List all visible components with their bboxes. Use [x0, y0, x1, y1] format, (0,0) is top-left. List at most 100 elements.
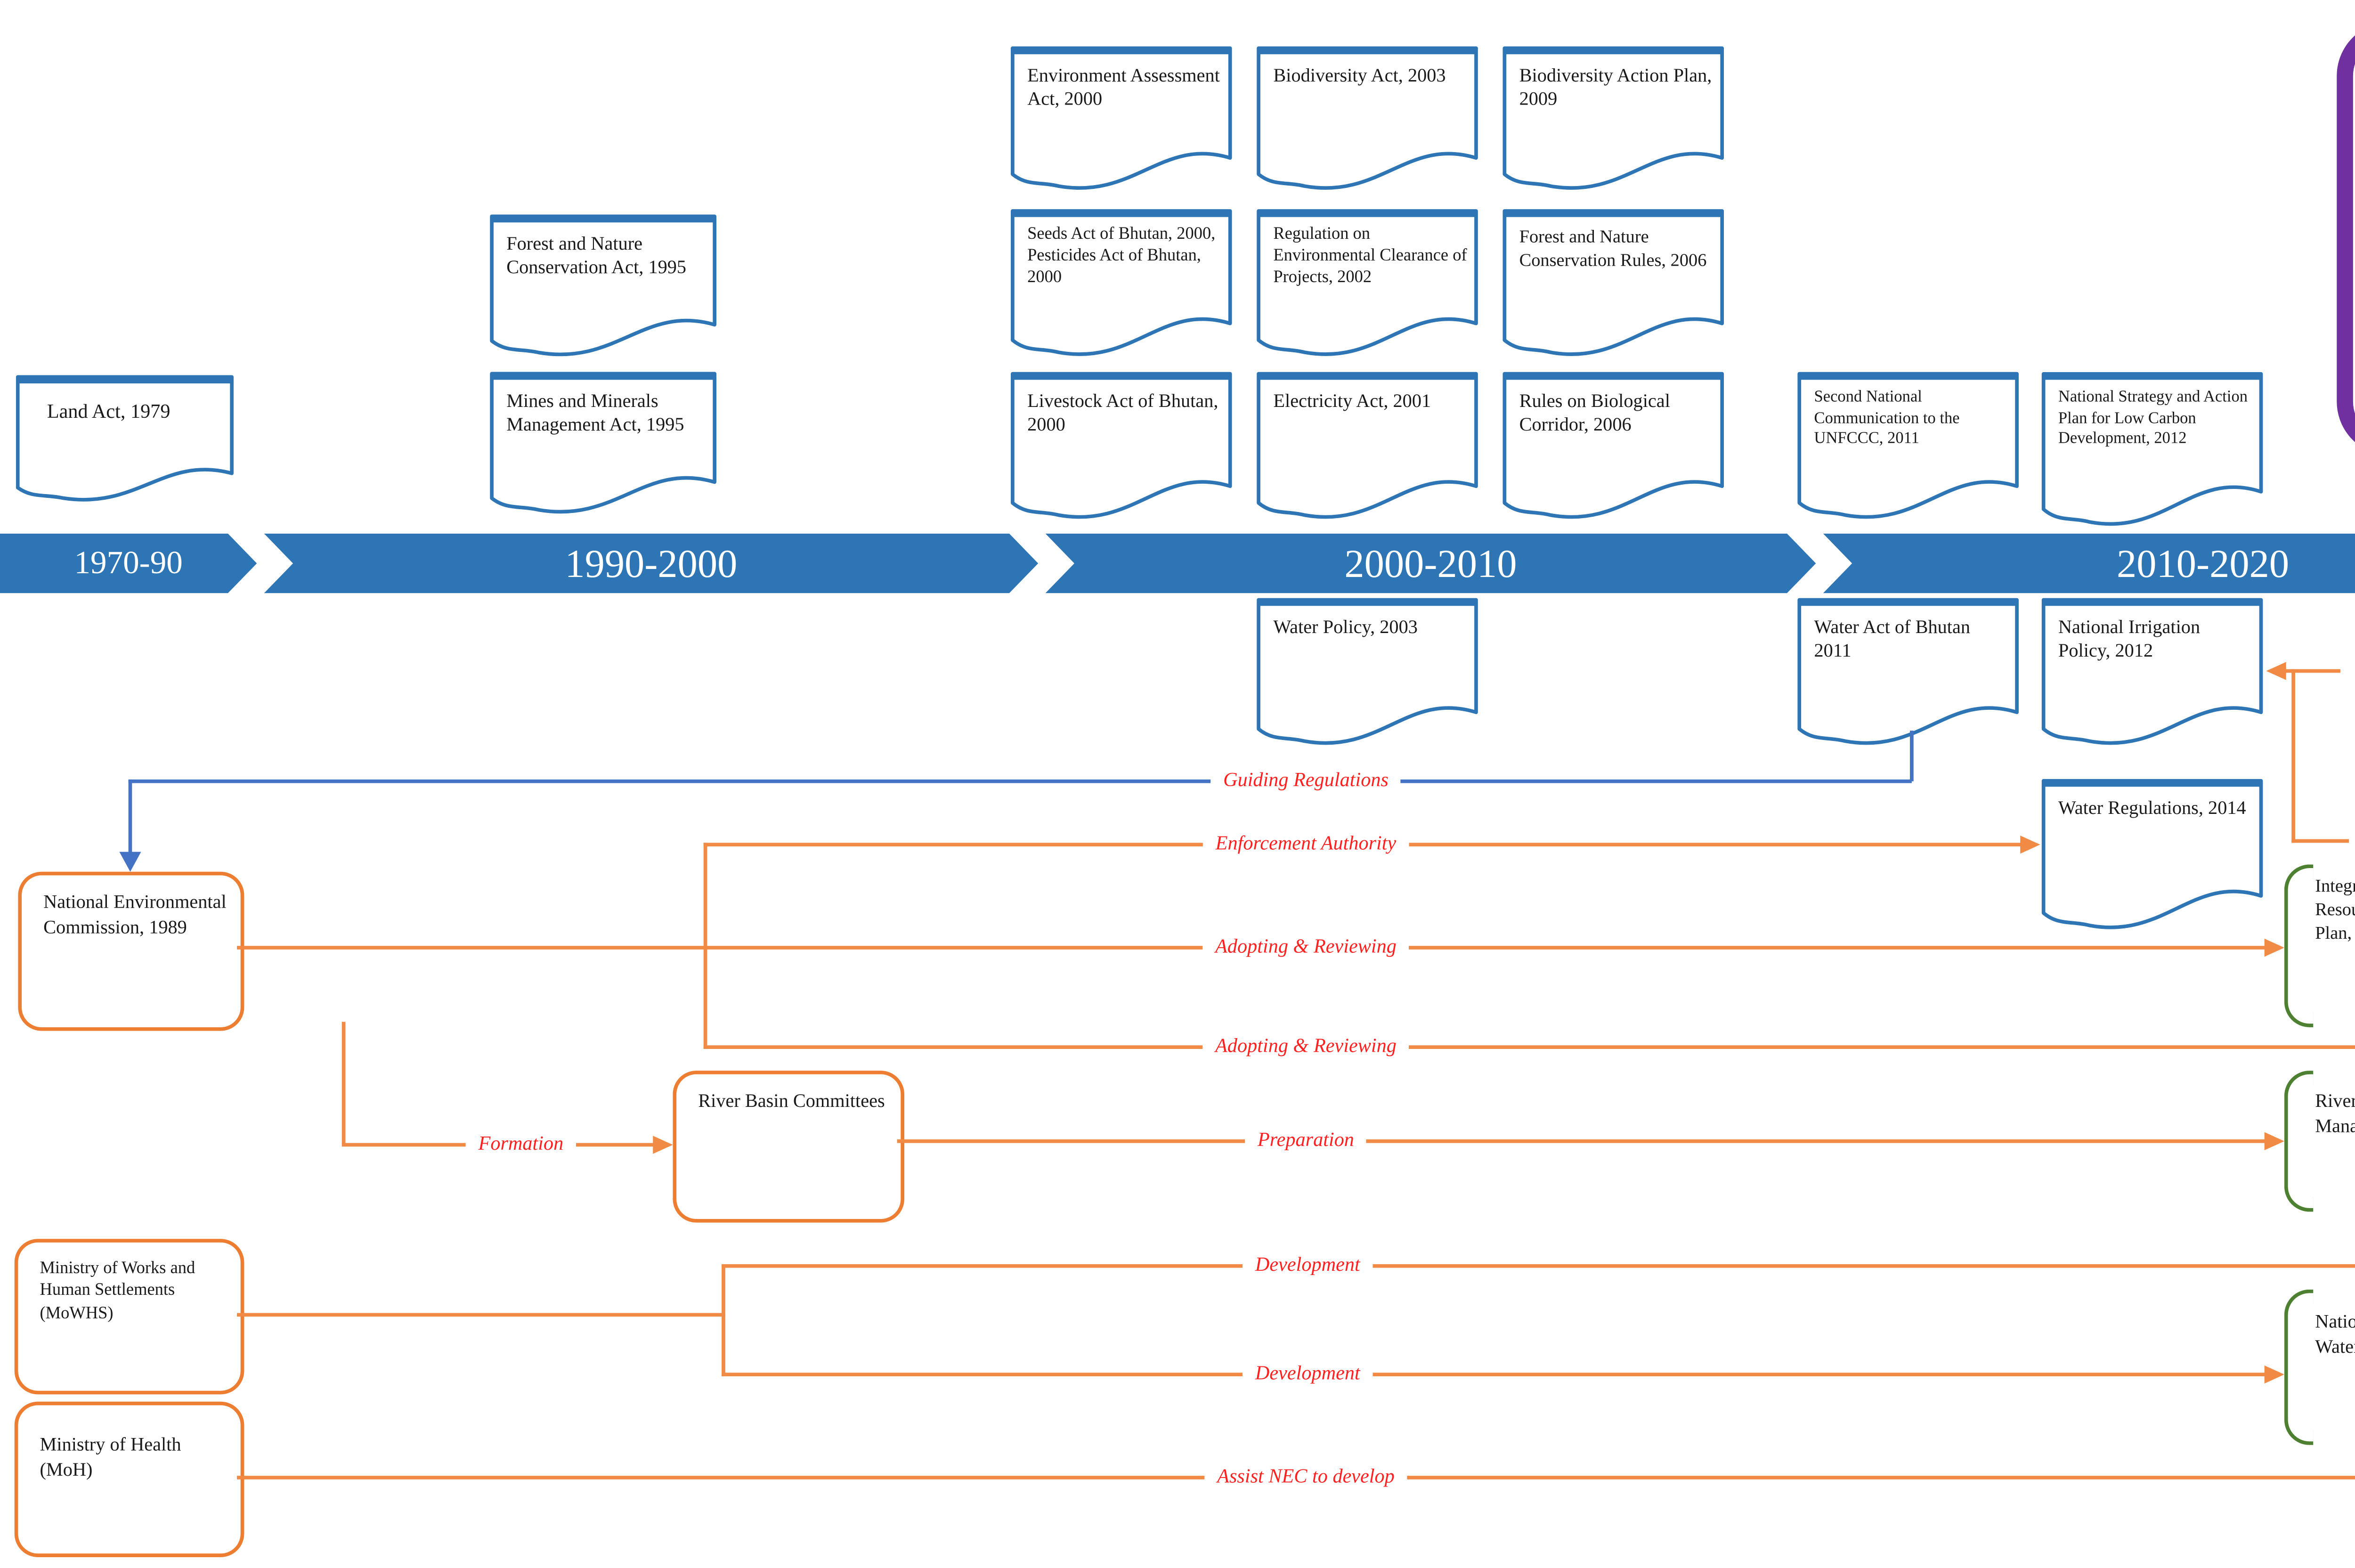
policy-doc-label: Environment Assessment Act, 2000 — [1027, 67, 1220, 111]
document-shape — [1009, 208, 1234, 360]
connector-label-preparation: Preparation — [1245, 1128, 1367, 1154]
policy-doc-env-assessment-act: Environment Assessment Act, 2000 — [1009, 45, 1234, 194]
policy-doc-label: Forest and Nature Conservation Rules, 20… — [1519, 227, 1707, 271]
policy-doc-label: Mines and Minerals Management Act, 1995 — [506, 392, 684, 437]
policy-doc-water-act: Water Act of Bhutan 2011 — [1796, 597, 2020, 749]
connector-label-adopting-reviewing-2: Adopting & Reviewing — [1202, 1034, 1409, 1061]
plan-left-bracket — [2284, 1071, 2314, 1212]
connector-label-guiding-regulations: Guiding Regulations — [1210, 768, 1401, 795]
connector-line — [128, 779, 132, 856]
institution-mowhs: Ministry of Works and Human Settlements … — [14, 1239, 244, 1395]
policy-doc-seeds-pesticides-act: Seeds Act of Bhutan, 2000, Pesticides Ac… — [1009, 208, 1234, 360]
policy-doc-biological-corridor-rules: Rules on Biological Corridor, 2006 — [1501, 371, 1725, 523]
document-shape — [488, 371, 718, 517]
plan-left-bracket — [2284, 864, 2314, 1027]
guiding-regulations-arrowhead — [119, 852, 141, 872]
connector-line — [722, 1264, 2355, 1268]
document-shape — [488, 213, 718, 360]
connector-label-adopting-reviewing-1: Adopting & Reviewing — [1202, 934, 1409, 961]
plan-left-bracket — [2284, 1289, 2314, 1445]
institution-moh: Ministry of Health (MoH) — [14, 1401, 244, 1557]
policy-doc-label: Forest and Nature Conservation Act, 1995 — [506, 235, 687, 279]
document-top-bar — [1504, 47, 1722, 55]
policy-doc-label: Biodiversity Action Plan, 2009 — [1519, 67, 1712, 111]
connector-label-incorporate: Incorporate — [2349, 829, 2355, 856]
plan-label: Integrated Water Resource Management Pla… — [2315, 877, 2355, 944]
connector-line — [2291, 839, 2355, 843]
timeline-period-2010-2020: 2010-2020 — [1823, 534, 2355, 593]
institution-label: National Environmental Commission, 1989 — [43, 893, 227, 938]
plan-ndwp: National Drinking Water Plan — [2284, 1289, 2355, 1445]
plan-label: River Basin Management Plan — [2315, 1092, 2355, 1137]
connector-line — [1910, 731, 1914, 781]
connector-line — [237, 1313, 725, 1317]
document-top-bar — [1504, 210, 1722, 217]
document-top-bar — [1259, 372, 1476, 380]
document-shape — [1255, 208, 1479, 360]
connector-line — [722, 1264, 725, 1377]
document-shape — [1009, 45, 1234, 194]
policy-doc-label: Land Act, 1979 — [47, 401, 171, 423]
policy-doc-label: Water Act of Bhutan 2011 — [1814, 618, 1971, 663]
institution-label: River Basin Committees — [698, 1092, 885, 1113]
policy-doc-label: Second National Communication to the UNF… — [1814, 387, 1960, 447]
policy-doc-mines-minerals-act: Mines and Minerals Management Act, 1995 — [488, 371, 718, 517]
timeline-period-1970-90: 1970-90 — [0, 534, 257, 593]
document-shape — [2040, 371, 2265, 530]
document-shape — [1255, 45, 1479, 194]
document-top-bar — [2043, 598, 2261, 606]
document-top-bar — [492, 372, 715, 380]
policy-doc-water-regulations: Water Regulations, 2014 — [2040, 778, 2265, 933]
connector-label-enforcement-authority: Enforcement Authority — [1202, 831, 1409, 858]
document-top-bar — [1012, 210, 1230, 217]
document-top-bar — [1012, 372, 1230, 380]
timeline-period-2000-2010: 2000-2010 — [1046, 534, 1816, 593]
connector-line — [722, 1373, 2266, 1377]
policy-doc-electricity-act: Electricity Act, 2001 — [1255, 371, 1479, 523]
policy-doc-label: Rules on Biological Corridor, 2006 — [1519, 392, 1670, 437]
document-shape — [1501, 208, 1725, 360]
development-arrowhead — [2264, 1365, 2284, 1384]
policy-doc-label: Livestock Act of Bhutan, 2000 — [1027, 392, 1218, 437]
policy-doc-label: Seeds Act of Bhutan, 2000, Pesticides Ac… — [1027, 226, 1216, 288]
policy-doc-land-act: Land Act, 1979 — [15, 374, 235, 504]
connector-line — [703, 1045, 2355, 1049]
institution-label: Ministry of Works and Human Settlements … — [40, 1260, 195, 1324]
policy-doc-low-carbon-strategy: National Strategy and Action Plan for Lo… — [2040, 371, 2265, 530]
document-shape — [1796, 597, 2020, 749]
timeline-period-label: 1970-90 — [74, 544, 183, 581]
document-shape — [1009, 371, 1234, 523]
legend-box: Legends Policy Institution Plan — [2337, 22, 2355, 456]
policy-doc-biodiversity-act: Biodiversity Act, 2003 — [1255, 45, 1479, 194]
enforcement-authority-arrowhead — [2020, 835, 2040, 854]
document-shape — [1255, 371, 1479, 523]
connector-label-development-2: Development — [1242, 1361, 1373, 1388]
connector-label-assist-nec: Assist NEC to develop — [1204, 1464, 1407, 1491]
document-top-bar — [1259, 47, 1476, 55]
connector-line — [128, 779, 1912, 783]
document-top-bar — [2043, 372, 2261, 380]
timeline-period-1990-2000: 1990-2000 — [264, 534, 1039, 593]
document-shape — [1501, 45, 1725, 194]
formation-arrowhead — [653, 1136, 673, 1154]
policy-doc-water-policy: Water Policy, 2003 — [1255, 597, 1479, 749]
plan-label: National Drinking Water Plan — [2315, 1313, 2355, 1358]
policy-doc-livestock-act: Livestock Act of Bhutan, 2000 — [1009, 371, 1234, 523]
document-top-bar — [1012, 47, 1230, 55]
policy-doc-label: Regulation on Environmental Clearance of… — [1273, 226, 1467, 288]
document-shape — [2040, 597, 2265, 749]
connector-label-formation: Formation — [465, 1131, 577, 1158]
connector-line — [341, 1022, 346, 1145]
policy-doc-label: Water Policy, 2003 — [1273, 618, 1418, 639]
document-top-bar — [1504, 372, 1722, 380]
policy-doc-label: Electricity Act, 2001 — [1273, 392, 1431, 413]
institution-nec: National Environmental Commission, 1989 — [18, 871, 244, 1031]
document-top-bar — [492, 215, 715, 223]
document-shape — [2040, 778, 2265, 933]
institution-label: Ministry of Health (MoH) — [40, 1436, 181, 1481]
connector-line — [2282, 669, 2355, 673]
develop-implement-arrowhead — [2266, 662, 2286, 680]
policy-doc-unfccc-communication: Second National Communication to the UNF… — [1796, 371, 2020, 523]
